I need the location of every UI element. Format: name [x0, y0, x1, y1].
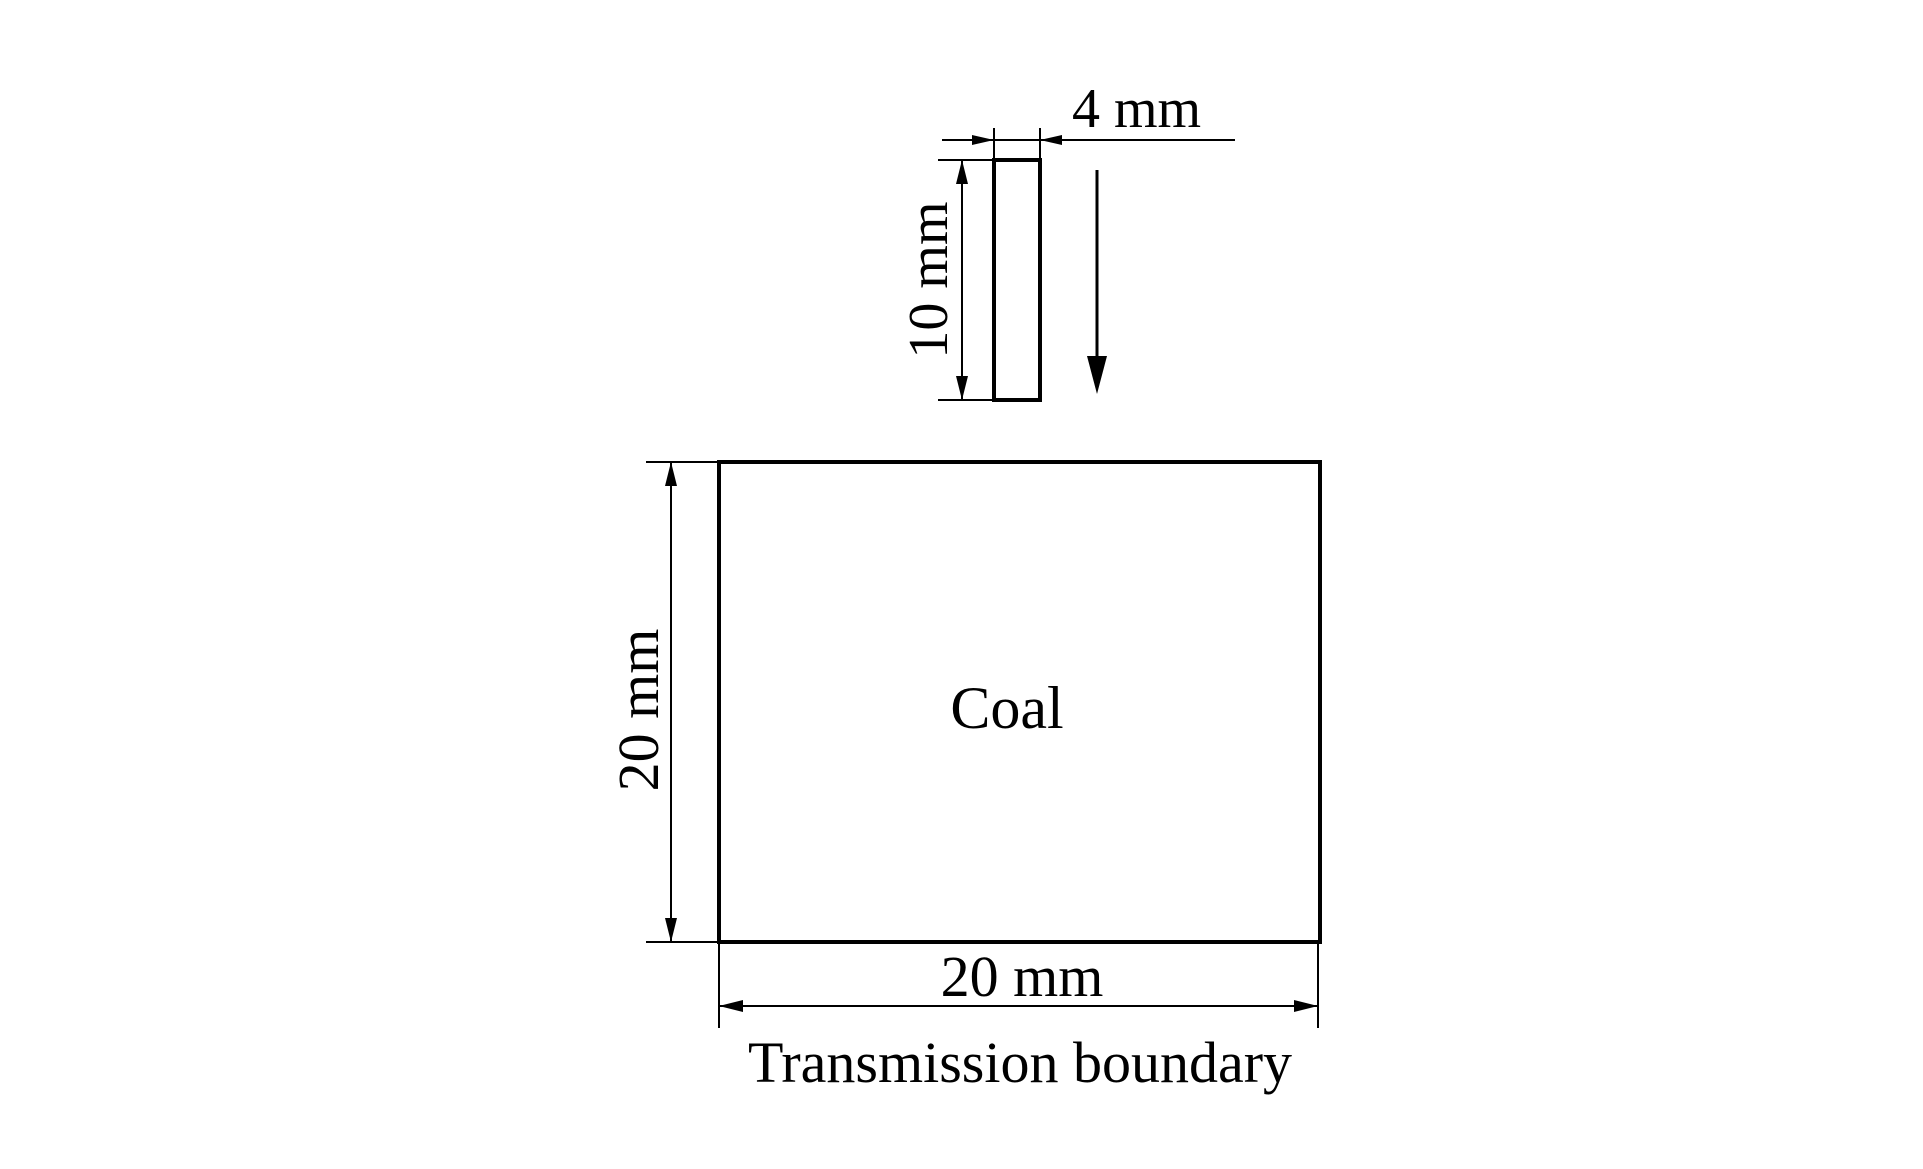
projectile-height-arrowhead-top [956, 160, 968, 184]
projectile-width-arrowhead-right [1040, 135, 1062, 145]
transmission-boundary-label: Transmission boundary [748, 1030, 1292, 1095]
projectile-height-label: 10 mm [898, 201, 960, 358]
target-width-label: 20 mm [941, 944, 1104, 1009]
target-width-arrowhead-left [719, 1000, 743, 1012]
projectile-height-arrowhead-bottom [956, 376, 968, 400]
projectile-rect [992, 158, 1042, 402]
coal-target-rect [717, 460, 1322, 944]
impact-direction-arrow-icon [1087, 356, 1107, 394]
target-height-arrowhead-top [665, 462, 677, 486]
coal-label: Coal [950, 675, 1063, 741]
target-width-arrowhead-right [1294, 1000, 1318, 1012]
projectile-width-label: 4 mm [1072, 78, 1201, 140]
target-height-arrowhead-bottom [665, 918, 677, 942]
target-height-label: 20 mm [606, 629, 671, 792]
projectile-width-arrowhead-left [972, 135, 994, 145]
